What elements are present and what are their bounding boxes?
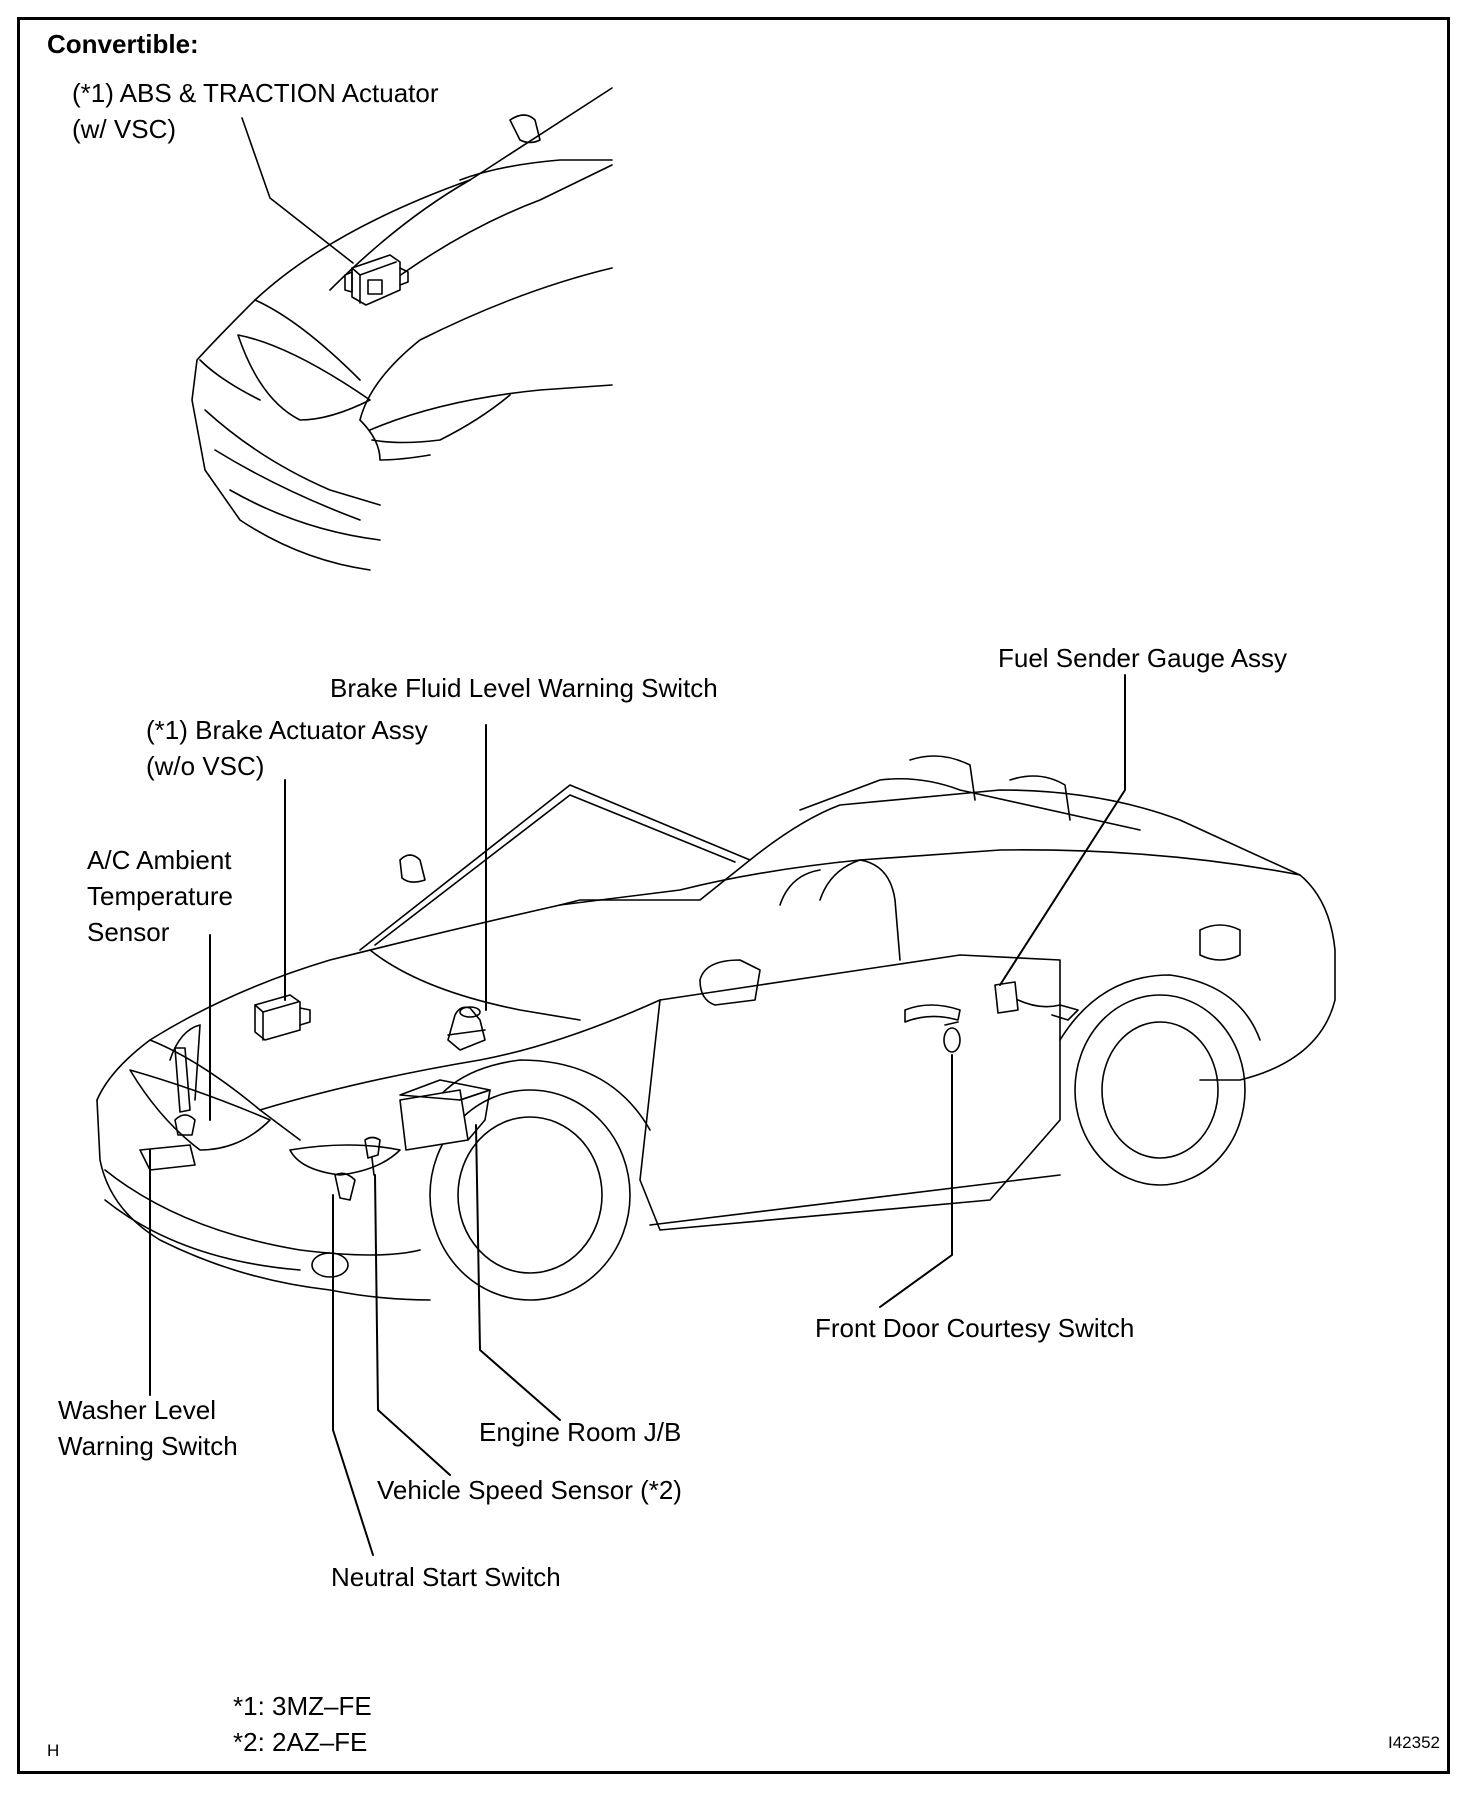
door-courtesy-switch-part xyxy=(944,1022,960,1052)
fuel-sender-leader xyxy=(1000,675,1125,985)
ac-ambient-label-line3: Sensor xyxy=(87,917,170,947)
footnote-2: *2: 2AZ–FE xyxy=(233,1727,368,1757)
abs-leader-line xyxy=(242,118,353,263)
front-door-label: Front Door Courtesy Switch xyxy=(815,1313,1135,1343)
front-door-leader xyxy=(880,1055,952,1307)
brake-fluid-reservoir xyxy=(448,1007,485,1050)
engine-room-label: Engine Room J/B xyxy=(479,1417,682,1447)
bottom-car-drawing xyxy=(97,756,1335,1300)
diagram-title: Convertible: xyxy=(47,29,199,59)
washer-level-label-line2: Warning Switch xyxy=(58,1431,238,1461)
brake-actuator-component xyxy=(255,995,310,1040)
brake-actuator-label-line1: (*1) Brake Actuator Assy xyxy=(146,715,428,745)
brake-fluid-label: Brake Fluid Level Warning Switch xyxy=(330,673,718,703)
engine-room-jb xyxy=(400,1080,490,1150)
abs-actuator-component xyxy=(345,255,408,305)
neutral-start-switch-part xyxy=(335,1173,355,1200)
ac-ambient-label-line1: A/C Ambient xyxy=(87,845,232,875)
figure-id: I42352 xyxy=(1388,1733,1440,1752)
leader-lines xyxy=(150,675,1125,1555)
corner-letter: H xyxy=(47,1741,60,1760)
vehicle-speed-label: Vehicle Speed Sensor (*2) xyxy=(377,1475,682,1505)
abs-actuator-label-line1: (*1) ABS & TRACTION Actuator xyxy=(72,78,439,108)
abs-actuator-label-line2: (w/ VSC) xyxy=(72,114,176,144)
washer-tank xyxy=(140,1048,195,1170)
washer-level-label-line1: Washer Level xyxy=(58,1395,216,1425)
vehicle-speed-sensor-part xyxy=(365,1138,380,1176)
fuel-sender-part xyxy=(995,982,1078,1020)
diagram-frame xyxy=(17,17,1450,1774)
ac-ambient-label-line2: Temperature xyxy=(87,881,233,911)
neutral-start-leader xyxy=(333,1195,373,1555)
engine-room-leader xyxy=(476,1125,560,1420)
top-car-drawing xyxy=(192,88,612,570)
neutral-start-label: Neutral Start Switch xyxy=(331,1562,561,1592)
brake-actuator-label-line2: (w/o VSC) xyxy=(146,751,265,781)
fuel-sender-label: Fuel Sender Gauge Assy xyxy=(998,643,1288,673)
vehicle-speed-leader xyxy=(375,1175,450,1475)
footnote-1: *1: 3MZ–FE xyxy=(233,1691,372,1721)
